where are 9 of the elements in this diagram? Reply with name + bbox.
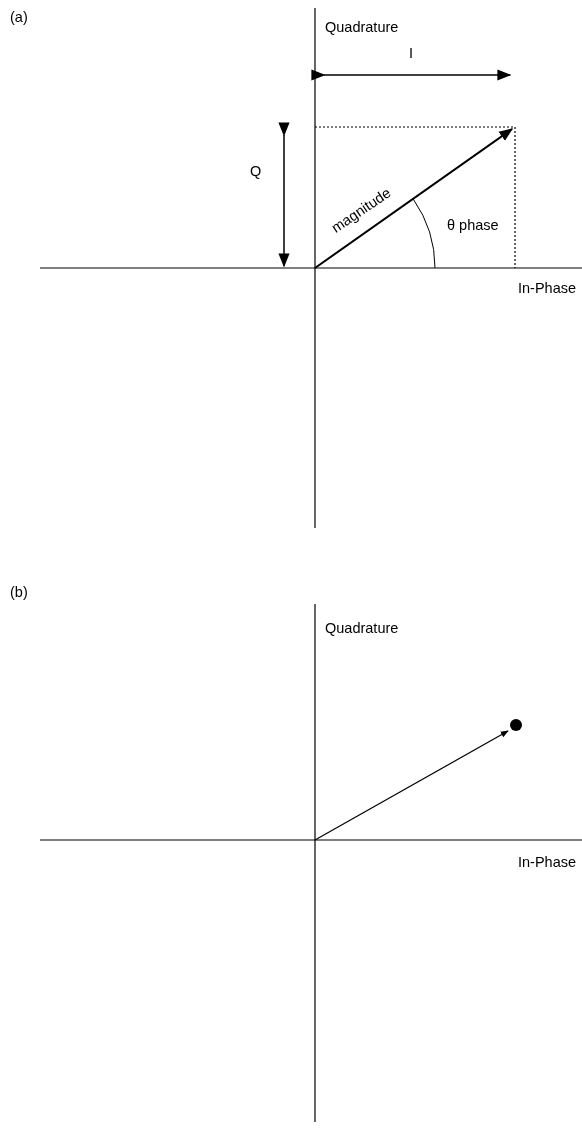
- panel-label: (b): [10, 583, 28, 601]
- dimension-label: Q: [250, 162, 262, 180]
- axis-label: Quadrature: [325, 619, 399, 637]
- axis-label: Quadrature: [325, 18, 399, 36]
- panel-label: (a): [10, 8, 28, 26]
- angle-label: θ phase: [447, 216, 499, 234]
- axis-label: In-Phase: [518, 279, 577, 297]
- axis-label: In-Phase: [518, 853, 577, 871]
- dimension-label: I: [409, 44, 414, 62]
